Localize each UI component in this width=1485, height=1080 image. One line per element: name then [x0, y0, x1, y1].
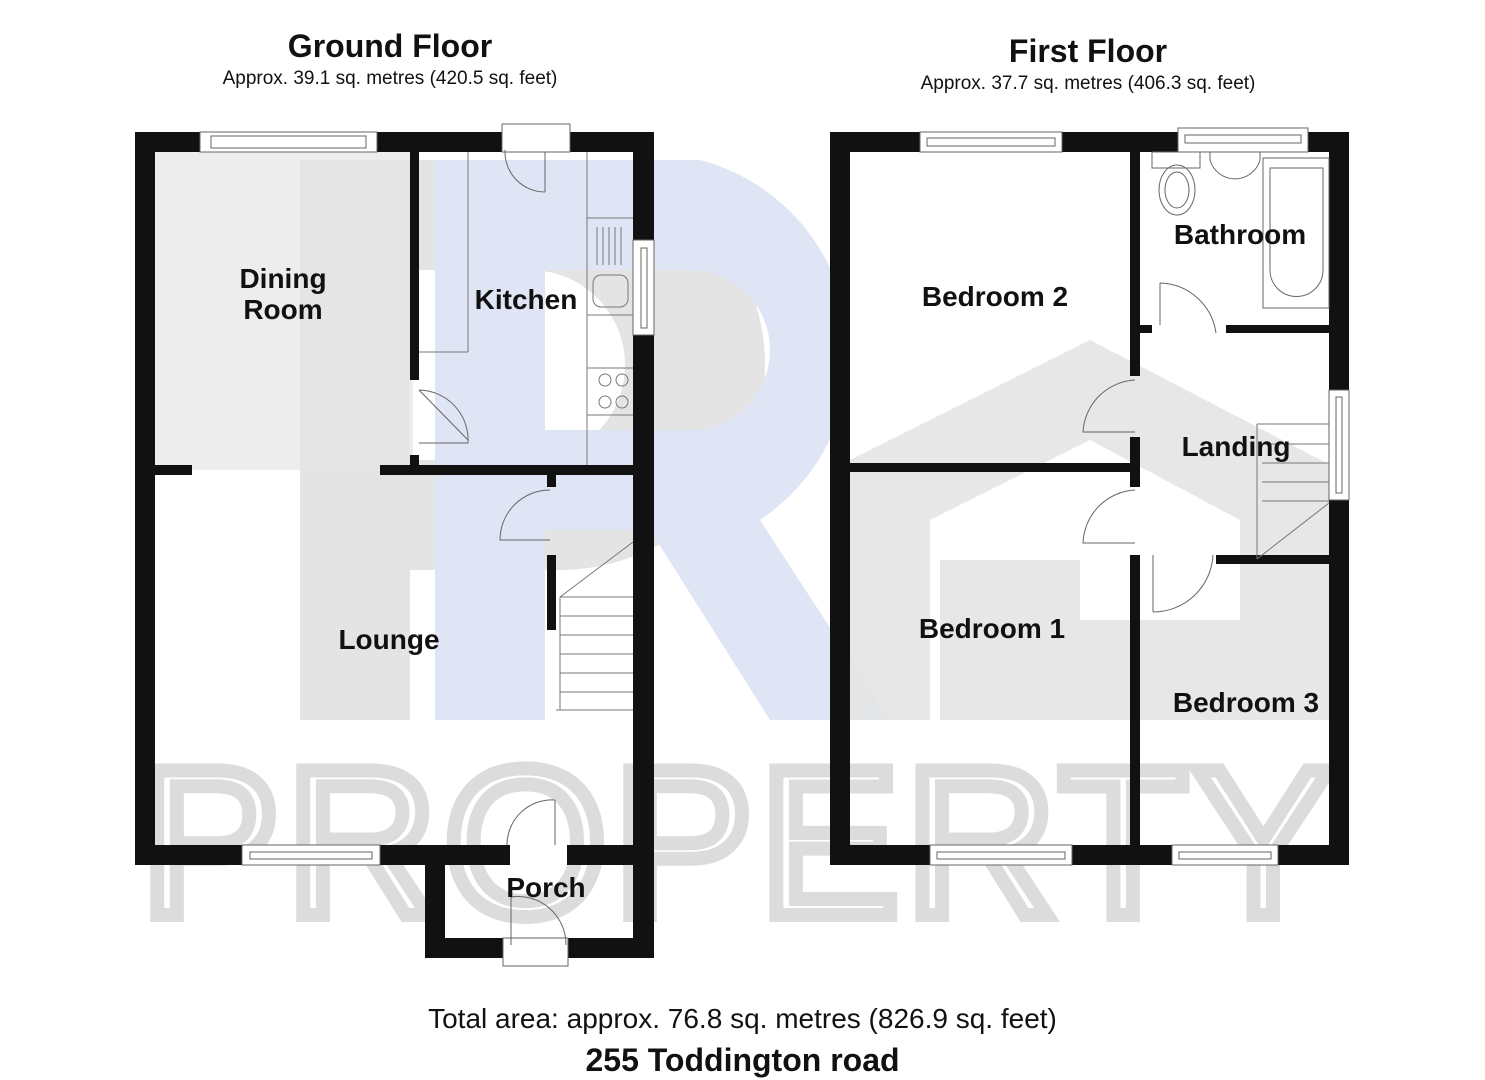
- dining-room-floor: [155, 150, 413, 470]
- room-label-dining-line1: Dining: [239, 263, 326, 294]
- room-label-bathroom: Bathroom: [1174, 219, 1306, 250]
- first-floor-area: Approx. 37.7 sq. metres (406.3 sq. feet): [920, 73, 1256, 94]
- room-label-lounge: Lounge: [338, 624, 439, 655]
- ground-floor-title: Ground Floor: [287, 28, 493, 64]
- room-label-landing: Landing: [1182, 431, 1291, 462]
- ground-floor-area: Approx. 39.1 sq. metres (420.5 sq. feet): [222, 68, 558, 89]
- first-floor-plan: [830, 127, 1350, 866]
- first-floor-title: First Floor: [1008, 33, 1168, 69]
- room-label-bedroom-2: Bedroom 2: [922, 281, 1068, 312]
- watermark-text: PROPERTY: [140, 725, 1339, 960]
- room-label-dining-line2: Room: [243, 294, 322, 325]
- total-area: Total area: approx. 76.8 sq. metres (826…: [428, 1003, 1057, 1034]
- room-label-kitchen: Kitchen: [475, 284, 578, 315]
- property-address: 255 Toddington road: [585, 1042, 900, 1078]
- room-label-porch: Porch: [506, 872, 585, 903]
- room-label-bedroom-1: Bedroom 1: [919, 613, 1065, 644]
- room-label-bedroom-3: Bedroom 3: [1173, 687, 1319, 718]
- ground-floor-plan: [135, 123, 655, 967]
